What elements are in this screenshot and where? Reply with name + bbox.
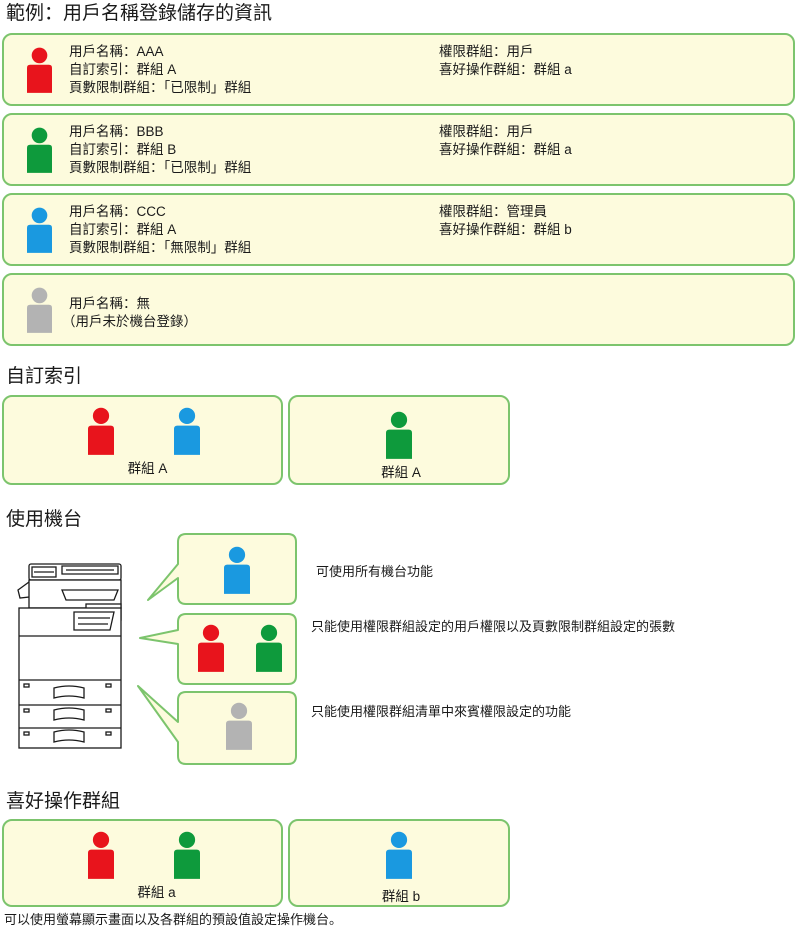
blue-person-icon — [27, 207, 52, 253]
user-name: 用戶名稱：無 — [69, 296, 150, 311]
green-person-icon — [174, 831, 200, 879]
group-label: 群組 b — [381, 889, 421, 904]
user-card-bbb: 用戶名稱：BBB 自訂索引：群組 B 頁數限制群組：「已限制」群組 權限群組：用… — [2, 113, 795, 186]
machine-use-heading: 使用機台 — [6, 509, 83, 530]
user-favorite-group: 喜好操作群組：群組 a — [439, 62, 572, 77]
user-favorite-group: 喜好操作群組：群組 b — [439, 222, 572, 237]
group-label: 群組 a — [137, 885, 176, 900]
favorite-group-box: 群組 b — [288, 819, 510, 907]
printer-icon — [17, 563, 122, 749]
user-authority-group: 權限群組：管理員 — [439, 204, 547, 219]
user-custom-index: 自訂索引：群組 A — [69, 222, 177, 237]
group-label: 群組 A — [381, 465, 421, 480]
user-card-aaa: 用戶名稱：AAA 自訂索引：群組 A 頁數限制群組：「已限制」群組 權限群組：用… — [2, 33, 795, 106]
favorite-group-box: 群組 a — [2, 819, 283, 907]
red-person-icon — [88, 831, 114, 879]
green-person-icon — [386, 411, 412, 459]
red-person-icon — [27, 47, 52, 93]
blue-person-icon — [386, 831, 412, 879]
user-name: 用戶名稱：CCC — [69, 204, 166, 219]
example-heading: 範例：用戶名稱登錄儲存的資訊 — [6, 3, 273, 24]
user-authority-group: 權限群組：用戶 — [439, 124, 534, 139]
group-label: 群組 A — [127, 461, 168, 476]
speech-bubbles — [137, 533, 297, 765]
user-page-limit-group: 頁數限制群組：「已限制」群組 — [69, 80, 252, 95]
user-page-limit-group: 頁數限制群組：「無限制」群組 — [69, 240, 252, 255]
user-note: （用戶未於機台登錄） — [62, 314, 197, 329]
custom-index-heading: 自訂索引 — [6, 366, 83, 387]
machine-use-guest-functions: 只能使用權限群組清單中來賓權限設定的功能 — [311, 704, 572, 719]
user-favorite-group: 喜好操作群組：群組 a — [439, 142, 572, 157]
user-card-ccc: 用戶名稱：CCC 自訂索引：群組 A 頁數限制群組：「無限制」群組 權限群組：管… — [2, 193, 795, 266]
footnote: 可以使用螢幕顯示畫面以及各群組的預設值設定操作機台。 — [4, 912, 343, 927]
blue-person-icon — [174, 407, 200, 455]
machine-use-limited-functions: 只能使用權限群組設定的用戶權限以及頁數限制群組設定的張數 — [311, 619, 676, 634]
gray-person-icon — [27, 287, 52, 333]
index-group-box: 群組 A — [288, 395, 510, 485]
user-page-limit-group: 頁數限制群組：「已限制」群組 — [69, 160, 252, 175]
machine-use-all-functions: 可使用所有機台功能 — [316, 564, 434, 579]
index-group-box: 群組 A — [2, 395, 283, 485]
user-name: 用戶名稱：AAA — [69, 44, 164, 59]
favorite-groups-heading: 喜好操作群組 — [6, 791, 121, 812]
user-name: 用戶名稱：BBB — [69, 124, 164, 139]
red-person-icon — [88, 407, 114, 455]
user-custom-index: 自訂索引：群組 A — [69, 62, 177, 77]
green-person-icon — [27, 127, 52, 173]
user-custom-index: 自訂索引：群組 B — [69, 142, 177, 157]
user-authority-group: 權限群組：用戶 — [439, 44, 534, 59]
user-card-unregistered: 用戶名稱：無 （用戶未於機台登錄） — [2, 273, 795, 346]
